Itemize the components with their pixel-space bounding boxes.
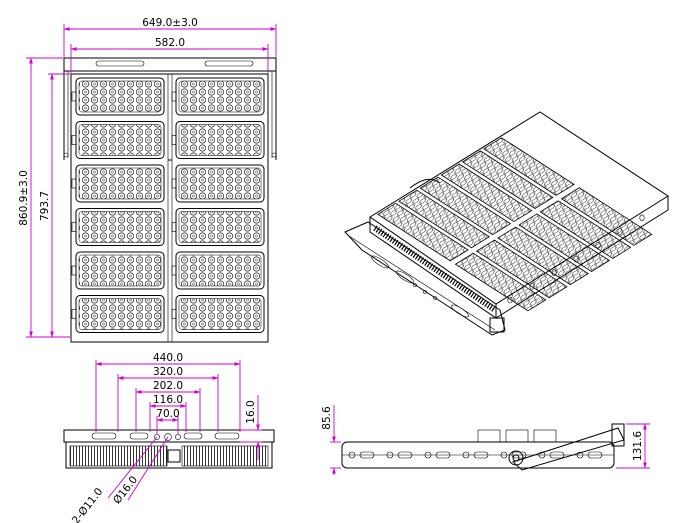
led-module	[171, 295, 265, 333]
led-module-iso	[398, 189, 491, 249]
dim-bracket-thickness: 16.0	[245, 400, 257, 423]
dim-hole-span-320: 320.0	[153, 366, 183, 378]
front-view-dimensions: 649.0±3.0 582.0 860.9±3.0 793.7	[18, 17, 277, 338]
dim-overall-width: 649.0±3.0	[142, 17, 198, 29]
bottom-view-dimensions: 440.0 320.0 202.0 116.0 70.0 16.0 2-Ø11.…	[70, 352, 262, 523]
led-module	[171, 77, 265, 116]
dim-hole-span-70: 70.0	[156, 408, 179, 420]
led-module-iso	[461, 150, 554, 209]
led-module-iso	[377, 202, 469, 262]
side-view-dimensions: 85.6 131.6	[321, 405, 650, 475]
led-module-iso	[419, 176, 512, 236]
led-module	[171, 121, 265, 159]
side-view	[341, 423, 625, 471]
led-module-iso	[518, 213, 611, 272]
dim-bracket-width: 582.0	[155, 37, 185, 49]
led-module-iso	[475, 239, 568, 299]
dim-small-hole: 2-Ø11.0	[70, 486, 105, 523]
led-module	[71, 295, 165, 333]
led-module	[171, 164, 265, 203]
led-module-iso	[483, 137, 575, 196]
front-view	[63, 57, 277, 343]
led-module	[71, 77, 165, 116]
led-module	[71, 251, 165, 290]
dim-module-height: 793.7	[39, 191, 51, 221]
dim-side-height-high: 131.6	[632, 431, 644, 461]
led-module-iso	[539, 200, 632, 259]
dim-hole-span-116: 116.0	[153, 394, 183, 406]
dim-overall-height: 860.9±3.0	[18, 170, 30, 226]
led-module	[71, 164, 165, 203]
bottom-view	[63, 429, 275, 469]
led-module	[71, 208, 165, 246]
led-module-iso	[497, 226, 589, 286]
isometric-view	[344, 111, 669, 336]
dim-hole-span-440: 440.0	[153, 352, 183, 364]
led-module-iso	[454, 252, 547, 312]
led-module-iso	[560, 187, 653, 246]
led-module	[171, 208, 265, 246]
dim-center-hole: Ø16.0	[111, 474, 140, 506]
dim-side-height-low: 85.6	[321, 406, 333, 430]
led-module-iso	[440, 163, 533, 223]
dim-hole-span-202: 202.0	[153, 380, 183, 392]
led-module	[171, 251, 265, 290]
led-module	[71, 121, 165, 159]
